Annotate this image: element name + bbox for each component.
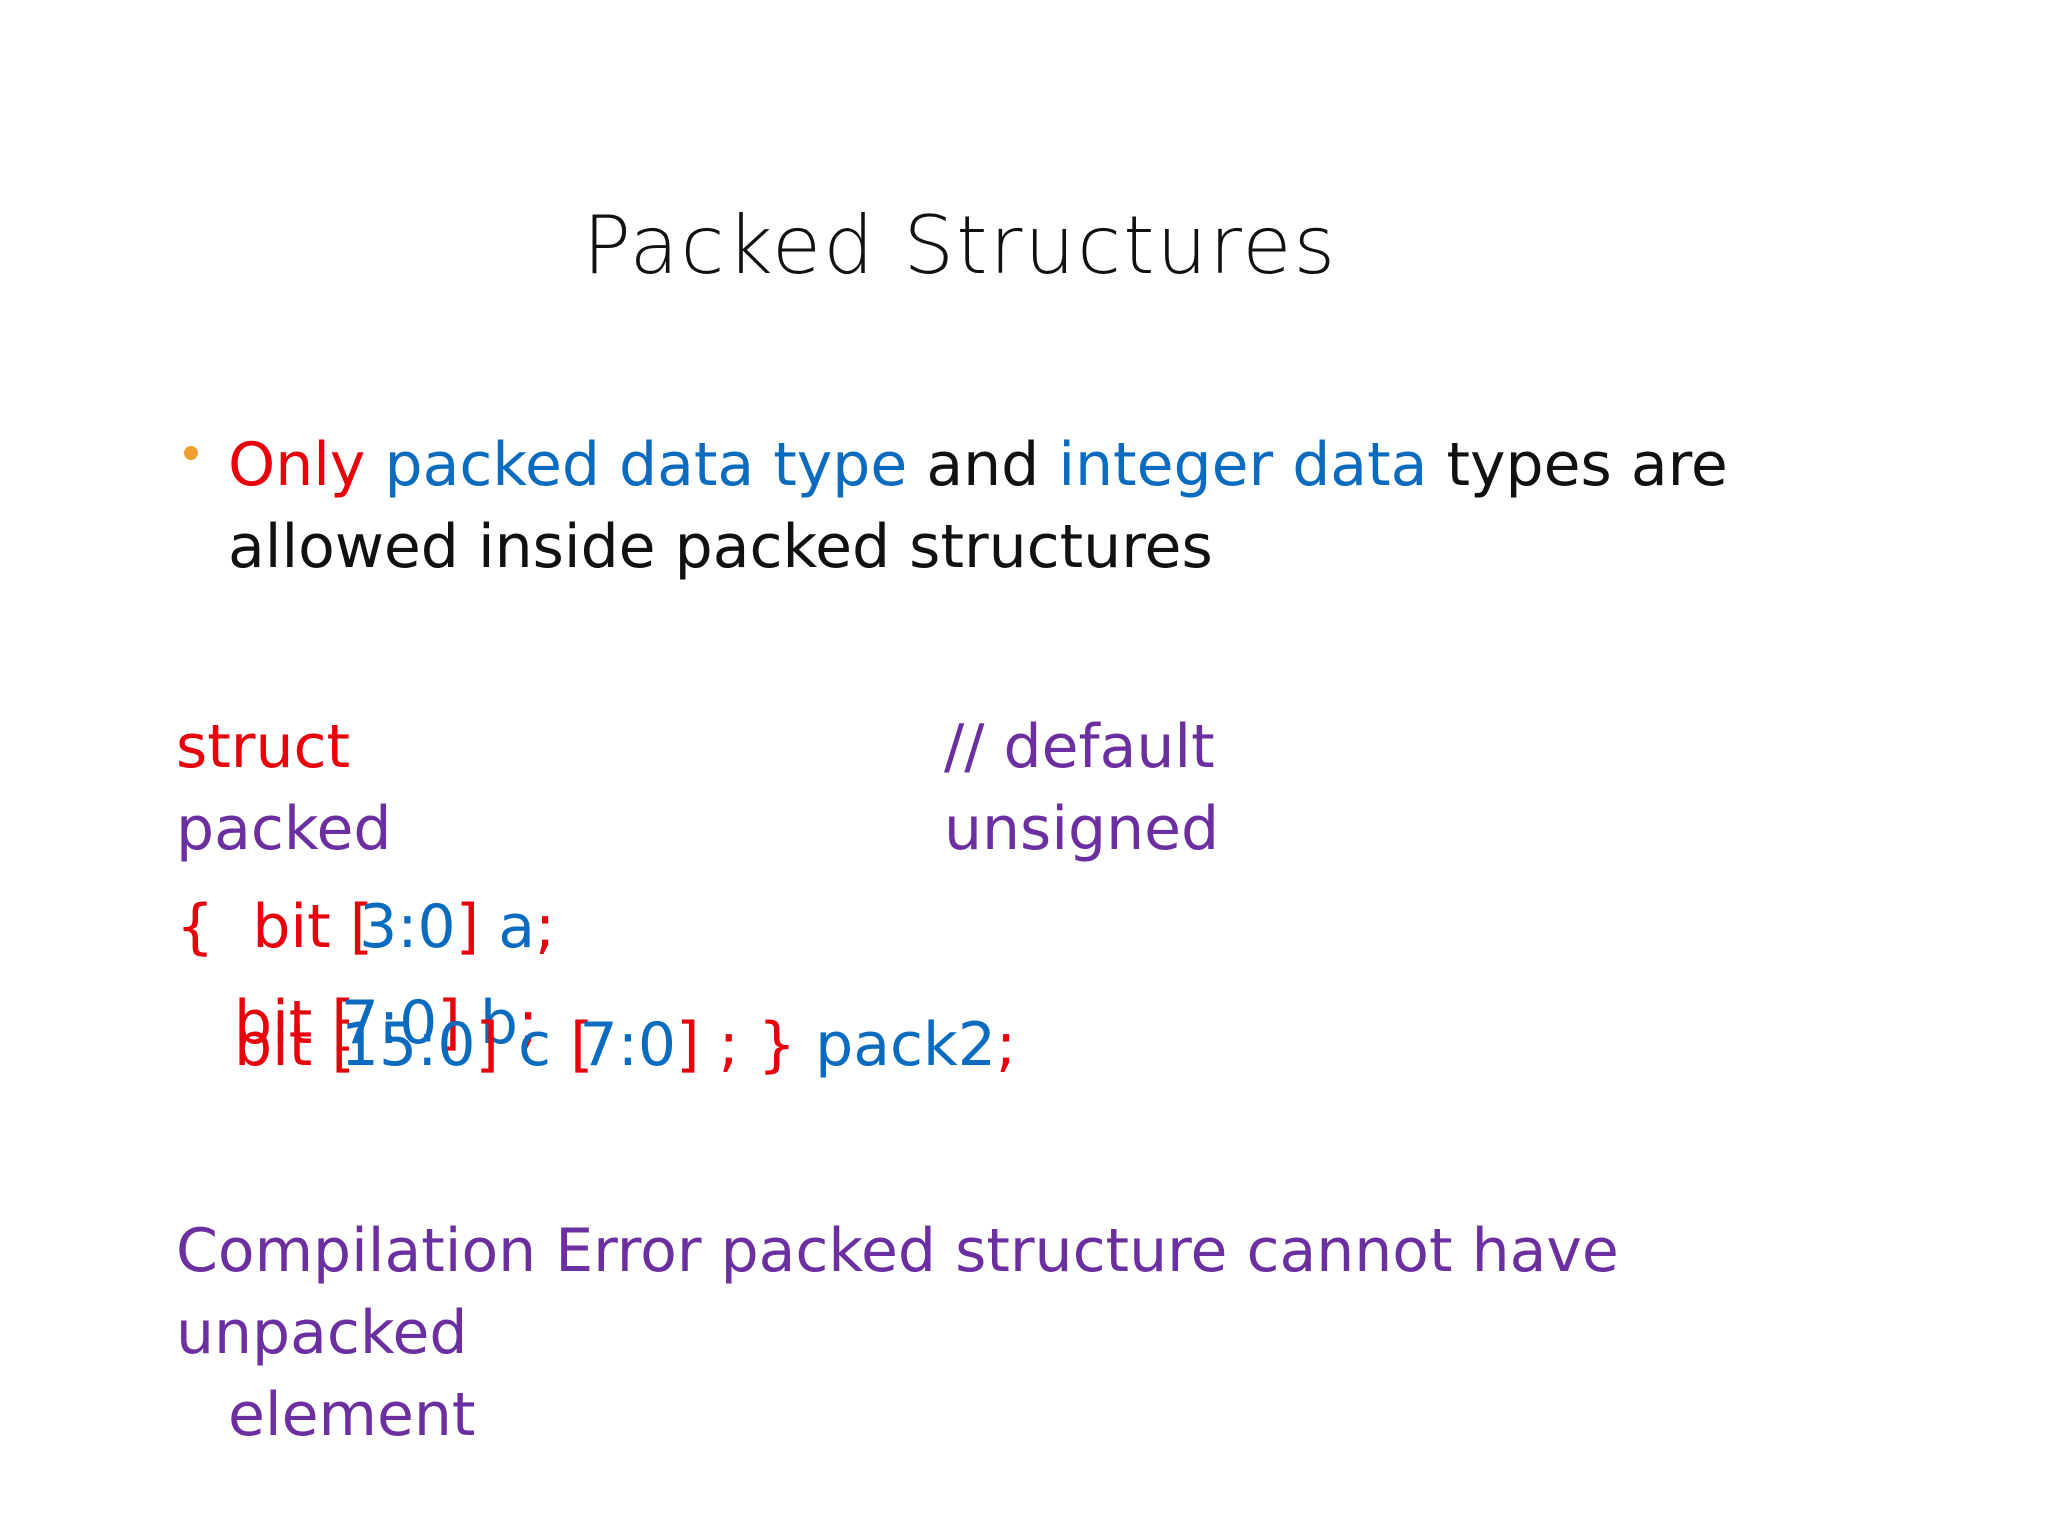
code-line-a: { bit [3:0] a;: [176, 886, 555, 968]
bullet-rest-text: types are allowed inside packed structur…: [228, 430, 1728, 582]
unpacked-range-value: 7:0: [579, 1010, 677, 1080]
packed-keyword: packed: [176, 794, 392, 864]
range-value: 15:0: [340, 1010, 476, 1080]
range-value: 3:0: [359, 892, 456, 962]
semicolon: ;: [718, 1010, 739, 1080]
bullet-dot: [184, 446, 198, 460]
close-brace: }: [757, 1010, 797, 1080]
range-open: [: [349, 892, 374, 962]
packed-data-type-phrase: packed data type: [384, 430, 908, 500]
range-close: ]: [437, 988, 461, 1058]
range-open: [: [331, 988, 355, 1058]
bit-keyword: bit: [234, 988, 313, 1058]
integer-data-phrase: integer data: [1058, 430, 1428, 500]
range-value: 7:0: [340, 988, 438, 1058]
error-line-2: unpacked: [176, 1298, 468, 1368]
struct-name: pack2: [815, 1010, 996, 1080]
unpacked-range-close: ]: [676, 1010, 700, 1080]
error-line-1: Compilation Error packed structure canno…: [176, 1216, 1619, 1286]
code-line-c: bit [15:0] c [7:0] ; } pack2;: [234, 1004, 1016, 1086]
comment-line-2: unsigned: [944, 794, 1220, 864]
code-line-b: bit [7:0] b;: [234, 982, 538, 1064]
only-keyword: Only: [228, 430, 366, 500]
unpacked-range-open: [: [570, 1010, 594, 1080]
and-word: and: [926, 430, 1040, 500]
semicolon: ;: [534, 892, 556, 962]
field-name: b: [479, 988, 518, 1058]
open-brace: {: [176, 892, 215, 962]
range-close: ]: [455, 892, 480, 962]
bullet-text: Only packed data type and integer data t…: [228, 424, 1868, 588]
field-name: c: [518, 1010, 552, 1080]
error-line-3: element: [228, 1380, 476, 1450]
field-name: a: [498, 892, 535, 962]
range-open: [: [331, 1010, 355, 1080]
range-close: ]: [475, 1010, 499, 1080]
final-semicolon: ;: [995, 1010, 1017, 1080]
semicolon: ;: [517, 988, 539, 1058]
bit-keyword: bit: [234, 1010, 313, 1080]
bit-keyword: bit: [252, 892, 331, 962]
comment-line-1: // default: [944, 712, 1215, 782]
struct-keyword: struct: [176, 712, 350, 782]
slide-title: Packed Structures: [582, 199, 1338, 292]
